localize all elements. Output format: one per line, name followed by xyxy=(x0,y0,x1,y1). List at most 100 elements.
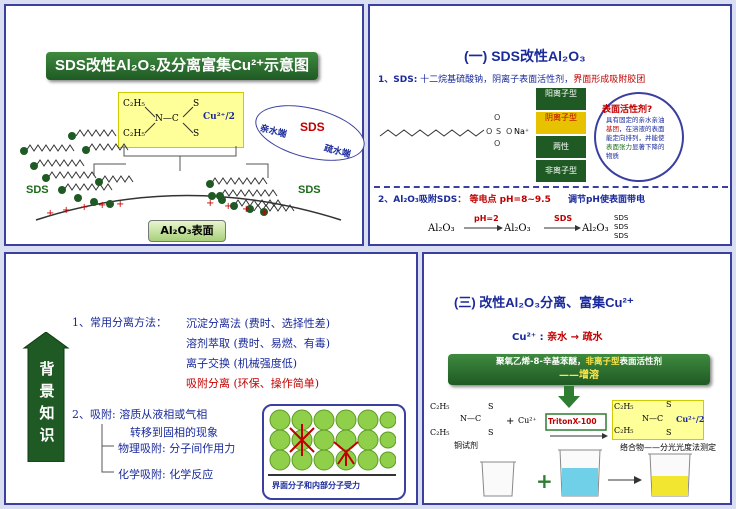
cu-transform-line: Cu²⁺ : 亲水 → 疏水 xyxy=(512,328,602,343)
adsorption-definition-2: 转移到固相的现象 xyxy=(130,426,218,439)
sds-right-label: SDS xyxy=(298,184,321,196)
surfactant-types: 阳离子型 阴离子型 两性 非离子型 xyxy=(536,88,586,182)
svg-text:+: + xyxy=(536,469,553,493)
panel-separation-enrichment: (三) 改性Al₂O₃分离、富集Cu²⁺ Cu²⁺ : 亲水 → 疏水 聚氧乙烯… xyxy=(422,252,732,505)
svg-text:+: + xyxy=(242,204,250,215)
sulfur-bottom: S xyxy=(193,129,200,139)
side-char-3: 知 xyxy=(39,404,55,422)
method-name: 沉淀分离法 xyxy=(186,317,241,330)
ph-adjust-note: 调节pH使表面带电 xyxy=(567,195,645,205)
beaker-blue-solution-icon xyxy=(558,449,602,497)
chelate-structure: C₂H₅ C₂H₅ N—C S S Cu²⁺/2 xyxy=(118,92,244,148)
panel-background-knowledge: 背 景 知 识 1、常用分离方法： 沉淀分离法 (费时、选择性差) 溶剂萃取 (… xyxy=(4,252,418,505)
force-diagram-caption: 界面分子和内部分子受力 xyxy=(272,481,360,490)
method-name: 吸附分离 xyxy=(186,377,230,390)
method-note: (机械强度低) xyxy=(233,357,298,370)
svg-text:+: + xyxy=(80,202,88,213)
background-side-arrow xyxy=(22,332,70,462)
svg-text:+: + xyxy=(62,205,70,216)
complex-label-text: 络合物——分光光度法测定 xyxy=(620,443,716,452)
reagent-nc: N—C xyxy=(460,414,482,423)
side-char-4: 识 xyxy=(39,426,55,444)
beaker-sequence: + xyxy=(480,449,692,497)
bubble-text-base: 基团 xyxy=(606,125,619,133)
method-note: (费时、易燃、有毒) xyxy=(233,337,331,350)
type-cationic: 阳离子型 xyxy=(536,88,586,110)
section-title-3: (三) 改性Al₂O₃分离、富集Cu²⁺ xyxy=(454,295,634,310)
hydrophilic-word: 亲水 xyxy=(547,332,568,343)
eq-arrows xyxy=(464,225,581,231)
method-adsorption: 吸附分离 (环保、操作简单) xyxy=(186,374,330,394)
complex-nc: N—C xyxy=(642,414,664,423)
svg-text:S: S xyxy=(496,127,501,136)
isoelectric-point: 等电点 pH=8~9.5 xyxy=(469,195,551,205)
reagent-s-bottom: S xyxy=(488,428,494,437)
sds-left-label: SDS xyxy=(26,184,49,196)
bubble-title: 表面活性剂? xyxy=(602,105,653,115)
triton-description-banner: 聚氧乙烯-8-辛基苯醚，非离子型表面活性剂 ——增溶 xyxy=(448,354,710,385)
banner-part-a: 聚氧乙烯-8-辛基苯醚， xyxy=(495,357,586,367)
method-note: (环保、操作简单) xyxy=(233,377,320,390)
eq-sds-2: SDS xyxy=(614,223,629,231)
method-name: 离子交换 xyxy=(186,357,230,370)
eq-product: Al₂O₃ xyxy=(582,223,609,234)
divider xyxy=(374,186,728,188)
cu-ion: Cu²⁺ : xyxy=(512,332,544,343)
sds-micelle-note: 界面形成吸附胶团 xyxy=(573,75,646,85)
svg-text:+: + xyxy=(206,198,214,209)
panel-sds-schematic: SDS改性Al₂O₃及分离富集Cu²⁺示意图 C₂H₅ C₂H₅ N—C S S… xyxy=(4,4,371,246)
eq-ph-condition: pH=2 xyxy=(474,214,499,223)
beaker-empty-icon xyxy=(480,461,516,497)
bubble-text-b: ，在溶液的表面能定向排列，并能使 xyxy=(606,125,665,142)
panel-sds-modification: (一) SDS改性Al₂O₃ 1、SDS: 十二烷基硫酸钠，阴离子表面活性剂，界… xyxy=(368,4,732,246)
alumina-surface-label: Al₂O₃表面 xyxy=(148,220,226,242)
method-note: (费时、选择性差) xyxy=(244,317,331,330)
sds-prefix: 1、SDS: xyxy=(378,75,418,85)
complex-ethyl-bottom: C₂H₅ xyxy=(614,426,634,435)
beaker-yellow-complex-icon xyxy=(648,453,692,497)
eq-sds-1: SDS xyxy=(614,214,629,222)
adsorption-definition-1: 2、吸附: 溶质从液相或气相 xyxy=(72,408,208,421)
hydrophobic-word: → 疏水 xyxy=(570,332,603,343)
cu-reactant: Cu²⁺ xyxy=(518,416,537,425)
complex-ethyl-top: C₂H₅ xyxy=(614,402,634,411)
banner-part-c: 表面活性剂 xyxy=(619,357,662,367)
surfactant-definition-bubble xyxy=(594,92,684,182)
separation-methods-list: 沉淀分离法 (费时、选择性差) 溶剂萃取 (费时、易燃、有毒) 离子交换 (机械… xyxy=(186,314,330,394)
method-ion-exchange: 离子交换 (机械强度低) xyxy=(186,354,330,374)
connector-lines: +++ +++ +++ xyxy=(20,129,342,221)
type-nonionic: 非离子型 xyxy=(536,160,586,182)
svg-text:O: O xyxy=(506,127,512,136)
banner-part-d: ——增溶 xyxy=(559,370,599,381)
side-char-1: 背 xyxy=(39,360,55,378)
bubble-text-tension: 表面张力 xyxy=(606,143,632,151)
method-name: 溶剂萃取 xyxy=(186,337,230,350)
background-side-label: 背 景 知 识 xyxy=(36,358,58,446)
triton-reaction-arrow xyxy=(545,413,608,439)
method-solvent-extraction: 溶剂萃取 (费时、易燃、有毒) xyxy=(186,334,330,354)
type-amphoteric: 两性 xyxy=(536,136,586,158)
sds-definition-line: 1、SDS: 十二烷基硫酸钠，阴离子表面活性剂，界面形成吸附胶团 xyxy=(378,72,645,85)
n-c-bond: N—C xyxy=(155,114,179,124)
ethyl-bottom: C₂H₅ xyxy=(123,129,145,139)
surface-text: Al₂O₃表面 xyxy=(160,224,214,237)
reagent-ethyl-bottom: C₂H₅ xyxy=(430,428,450,437)
eq-reactant: Al₂O₃ xyxy=(428,223,455,234)
complex-measurement-label: 络合物——分光光度法测定 xyxy=(620,442,716,453)
sds-structure: O S O O O xyxy=(379,113,512,148)
complex-structure xyxy=(612,400,704,440)
sulfur-top: S xyxy=(193,99,200,109)
sds-callout-label: SDS xyxy=(300,120,325,134)
eq-intermediate: Al₂O₃ xyxy=(504,223,531,234)
sds-description: 十二烷基硫酸钠，阴离子表面活性剂， xyxy=(420,75,574,85)
ethyl-top: C₂H₅ xyxy=(123,99,145,109)
complex-s-bottom: S xyxy=(666,428,672,437)
type-anionic: 阴离子型 xyxy=(536,112,586,134)
svg-text:+: + xyxy=(46,208,54,219)
adsorption-branch xyxy=(101,424,114,473)
eq-sds-reagent: SDS xyxy=(554,214,573,223)
svg-text:O: O xyxy=(494,139,500,148)
side-char-2: 景 xyxy=(39,382,55,400)
sodium-ion: Na⁺ xyxy=(514,127,530,136)
interface-line xyxy=(268,474,396,476)
